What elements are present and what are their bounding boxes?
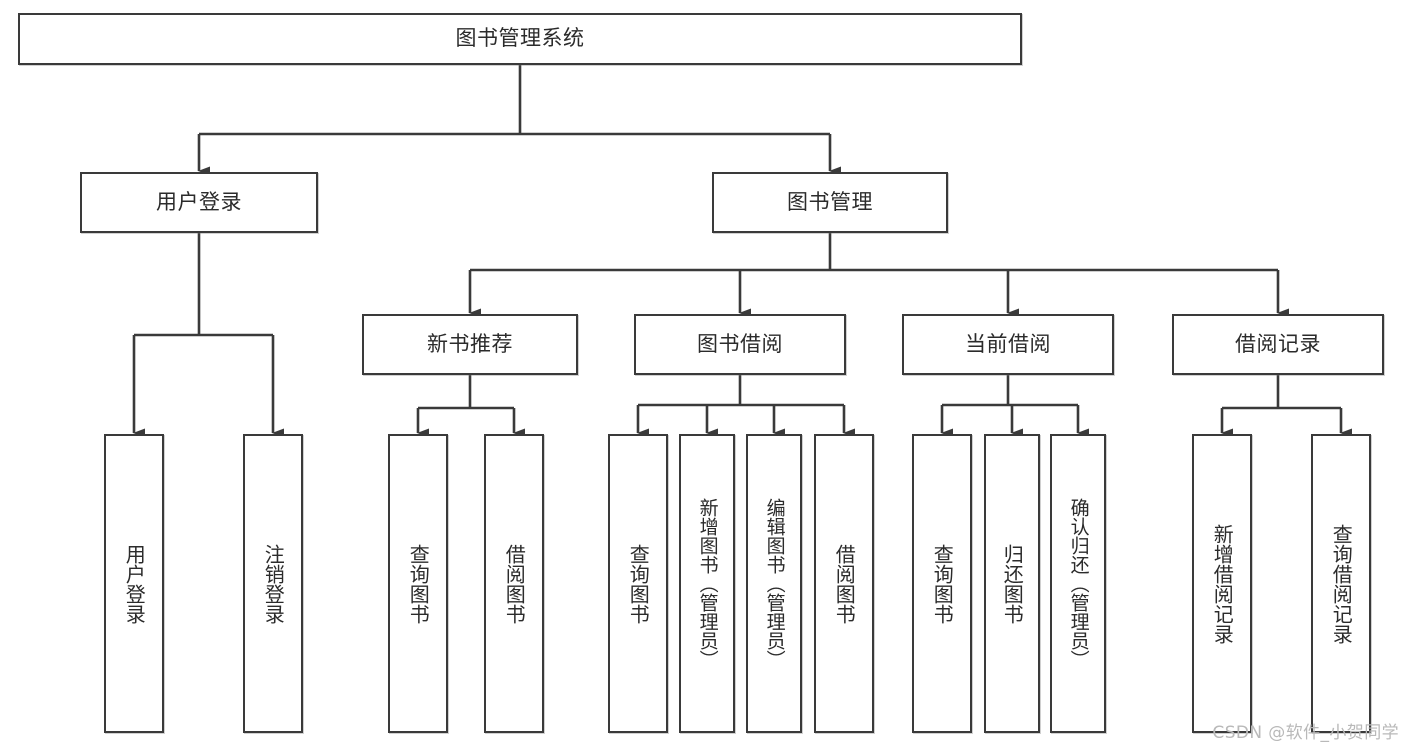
node-user-login[interactable]: 用户登录 — [80, 172, 318, 233]
node-root-label: 图书管理系统 — [455, 26, 585, 51]
node-leaf-borrow-book[interactable]: 借阅图书 — [814, 434, 874, 733]
node-user-login-label: 用户登录 — [156, 189, 242, 214]
node-book-borrow-label: 图书借阅 — [697, 331, 783, 356]
node-current-borrow[interactable]: 当前借阅 — [902, 314, 1114, 375]
node-leaf-query-borrow-record-label: 查询借阅记录 — [1329, 523, 1354, 644]
node-leaf-edit-book-admin-label: 编辑图书（管理员） — [763, 498, 786, 669]
node-leaf-add-borrow-record-label: 新增借阅记录 — [1210, 523, 1235, 644]
node-leaf-borrow-book-rec-label: 借阅图书 — [502, 543, 527, 624]
node-leaf-add-borrow-record[interactable]: 新增借阅记录 — [1192, 434, 1252, 733]
node-book-borrow[interactable]: 图书借阅 — [634, 314, 846, 375]
node-book-management[interactable]: 图书管理 — [712, 172, 948, 233]
node-new-book-recommendation[interactable]: 新书推荐 — [362, 314, 578, 375]
node-borrow-record[interactable]: 借阅记录 — [1172, 314, 1384, 375]
node-leaf-query-book-rec[interactable]: 查询图书 — [388, 434, 448, 733]
node-leaf-query-book-borrow-label: 查询图书 — [626, 543, 651, 624]
node-leaf-query-book-rec-label: 查询图书 — [406, 543, 431, 624]
node-leaf-edit-book-admin[interactable]: 编辑图书（管理员） — [746, 434, 802, 733]
node-leaf-logout-login[interactable]: 注销登录 — [243, 434, 303, 733]
node-leaf-query-borrow-record[interactable]: 查询借阅记录 — [1311, 434, 1371, 733]
node-book-management-label: 图书管理 — [787, 189, 873, 214]
node-leaf-return-book-label: 归还图书 — [1000, 543, 1025, 624]
node-leaf-query-book-current[interactable]: 查询图书 — [912, 434, 972, 733]
node-leaf-borrow-book-rec[interactable]: 借阅图书 — [484, 434, 544, 733]
node-leaf-add-book-admin-label: 新增图书（管理员） — [696, 498, 719, 669]
node-leaf-confirm-return-admin[interactable]: 确认归还（管理员） — [1050, 434, 1106, 733]
node-leaf-user-login[interactable]: 用户登录 — [104, 434, 164, 733]
node-leaf-confirm-return-admin-label: 确认归还（管理员） — [1067, 498, 1090, 669]
node-current-borrow-label: 当前借阅 — [965, 331, 1051, 356]
node-leaf-user-login-label: 用户登录 — [122, 543, 147, 624]
node-leaf-query-book-current-label: 查询图书 — [930, 543, 955, 624]
node-leaf-logout-login-label: 注销登录 — [261, 543, 286, 624]
watermark: CSDN @软件_小贺同学 — [1212, 723, 1399, 743]
node-root[interactable]: 图书管理系统 — [18, 13, 1022, 65]
node-leaf-borrow-book-label: 借阅图书 — [832, 543, 857, 624]
node-new-book-recommendation-label: 新书推荐 — [427, 331, 513, 356]
node-borrow-record-label: 借阅记录 — [1235, 331, 1321, 356]
node-leaf-query-book-borrow[interactable]: 查询图书 — [608, 434, 668, 733]
node-leaf-add-book-admin[interactable]: 新增图书（管理员） — [679, 434, 735, 733]
node-leaf-return-book[interactable]: 归还图书 — [984, 434, 1040, 733]
